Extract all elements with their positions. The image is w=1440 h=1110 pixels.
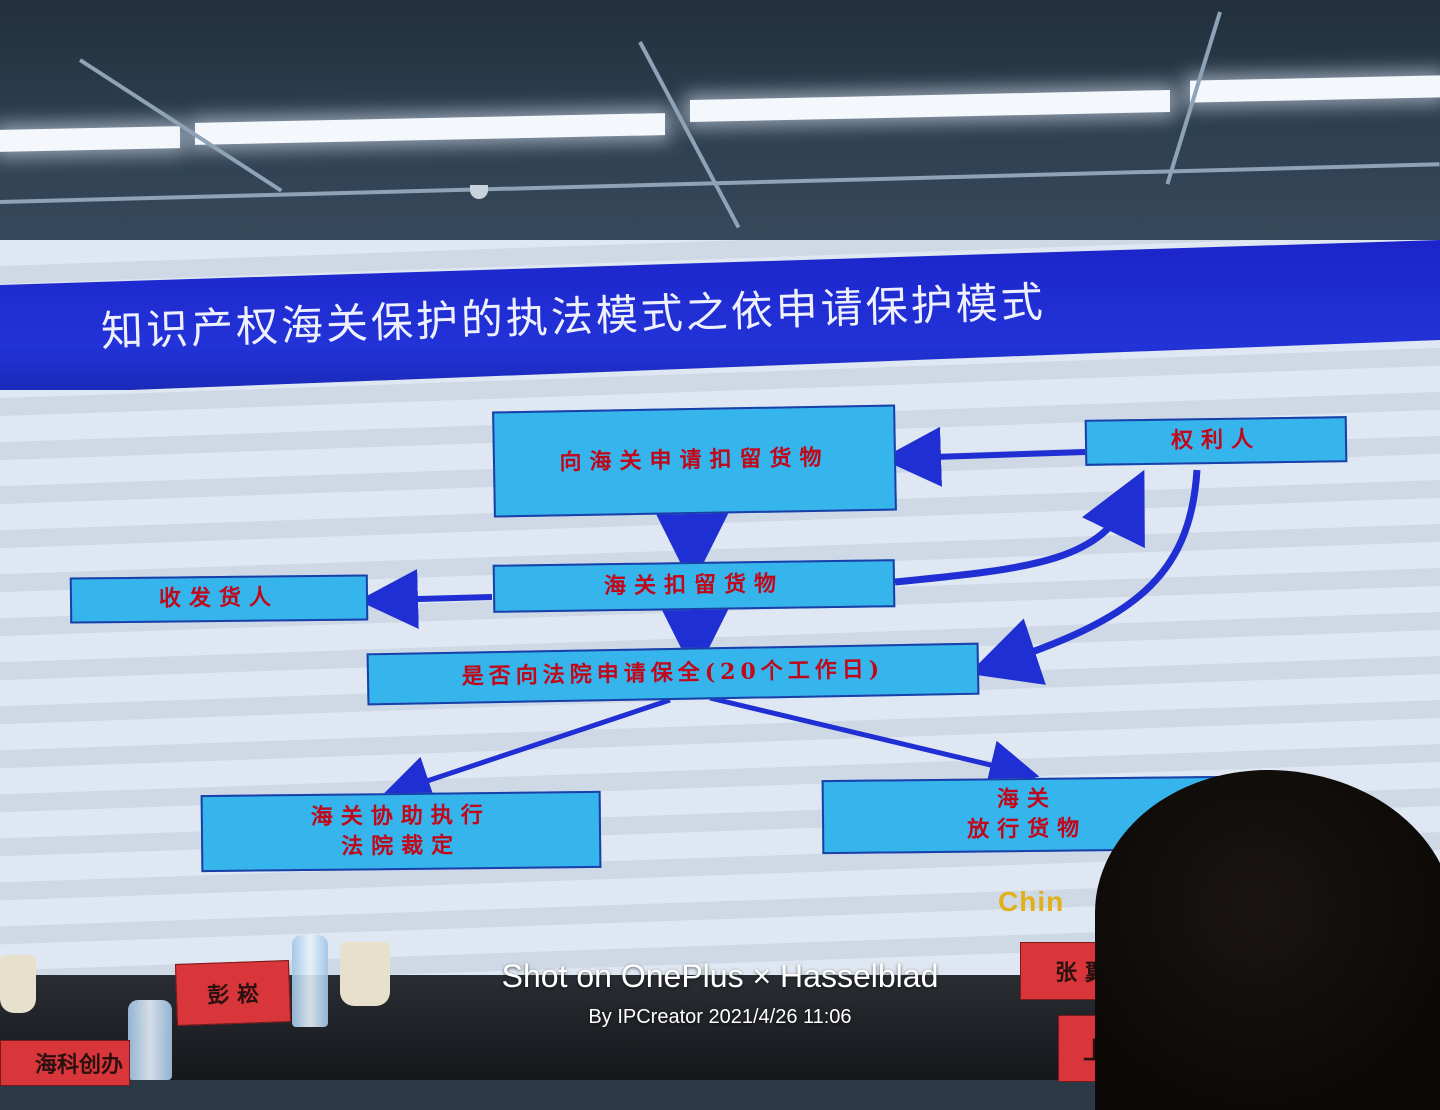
node-right-holder-label: 权利人 <box>1170 426 1262 454</box>
node-customs-detain: 海关扣留货物 <box>492 559 896 613</box>
node-customs-assist: 海关协助执行 法院裁定 <box>200 790 602 873</box>
audience-head <box>1095 770 1440 1110</box>
flowchart-arrows <box>358 426 1201 805</box>
node-court-question-label: 是否向法院申请保全(20个工作日) <box>461 656 885 690</box>
node-apply-detain: 向海关申请扣留货物 <box>492 404 897 518</box>
node-customs-release-line2: 放行货物 <box>966 815 1088 843</box>
arrow-rightholder-to-apply <box>881 426 1086 487</box>
arrow-rightholder-to-court <box>968 469 1201 685</box>
node-customs-detain-label: 海关扣留货物 <box>603 570 785 600</box>
node-customs-assist-line2: 法院裁定 <box>340 831 462 860</box>
nameplate-left-bottom: 海科创办 <box>0 1040 130 1086</box>
camera-watermark: Shot on OnePlus × Hasselblad <box>501 958 939 994</box>
water-bottle <box>128 1000 172 1080</box>
node-right-holder: 权利人 <box>1084 416 1348 466</box>
node-apply-detain-label: 向海关申请扣留货物 <box>559 444 830 476</box>
node-court-question: 是否向法院申请保全(20个工作日) <box>366 642 980 706</box>
arrow-detain-to-rightholder <box>894 469 1145 586</box>
arrow-court-to-release <box>709 695 1040 790</box>
arrow-detain-to-consignee <box>358 569 493 630</box>
camera-watermark-credit: By IPCreator 2021/4/26 11:06 <box>588 1006 852 1028</box>
nameplate-left-bottom-text: 海科创办 <box>34 1052 123 1078</box>
node-consignee: 收发货人 <box>69 574 369 624</box>
water-bottle <box>292 935 328 1027</box>
tea-cup <box>340 942 390 1006</box>
node-customs-assist-line1: 海关协助执行 <box>310 801 491 830</box>
security-camera <box>470 185 488 199</box>
node-consignee-label: 收发货人 <box>158 584 280 612</box>
node-customs-release-line1: 海关 <box>996 785 1057 813</box>
tea-cup <box>0 955 36 1013</box>
arrow-court-to-assist <box>381 697 671 805</box>
slide-logo-text: Chin <box>998 886 1065 917</box>
